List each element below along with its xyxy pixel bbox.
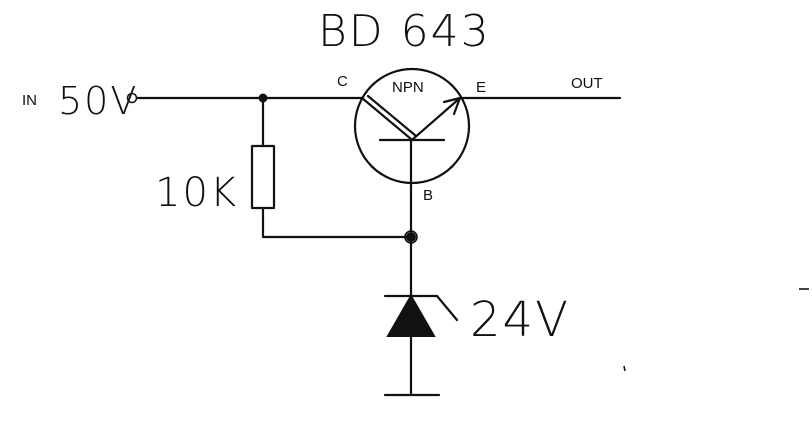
junction-base-ring bbox=[404, 230, 418, 244]
zener-cathode-tail bbox=[435, 294, 459, 322]
junction-base bbox=[406, 232, 416, 242]
base-label: B bbox=[423, 187, 433, 204]
input-label: IN bbox=[22, 92, 37, 109]
resistor-bottom-lead bbox=[261, 206, 413, 239]
zener-voltage-label: 24V bbox=[470, 292, 570, 348]
part-number-label: BD 643 bbox=[318, 6, 491, 57]
resistor-value-label: 10K bbox=[155, 170, 238, 216]
collector-label: C bbox=[337, 73, 348, 90]
emitter-lead bbox=[411, 96, 462, 141]
output-label: OUT bbox=[571, 75, 603, 92]
stray-mark-bottom bbox=[623, 365, 626, 372]
input-voltage-label: 50V bbox=[58, 79, 138, 123]
zener-diode-icon bbox=[386, 293, 436, 337]
transistor-type-label: NPN bbox=[392, 79, 424, 96]
resistor-body bbox=[250, 144, 276, 210]
collector-lead bbox=[360, 96, 413, 141]
collector-lead-shadow bbox=[366, 94, 418, 138]
emitter-label: E bbox=[476, 79, 486, 96]
